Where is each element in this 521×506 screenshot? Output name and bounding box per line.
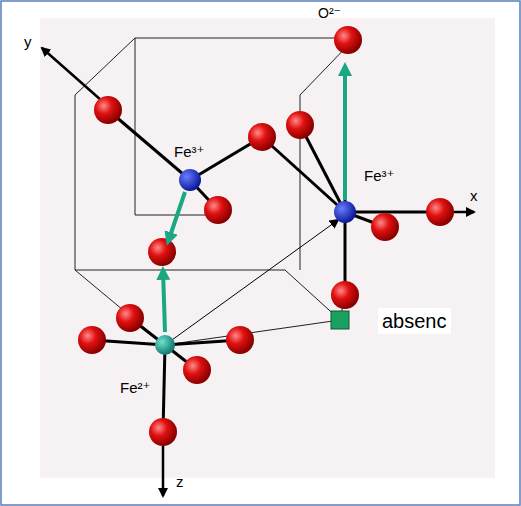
- ion-label: Fe³⁺: [364, 168, 394, 185]
- axis-label: x: [470, 188, 478, 205]
- ion-label: Fe³⁺: [174, 144, 204, 161]
- ion-label: O²⁻: [318, 6, 341, 21]
- ion-label: Fe²⁺: [120, 380, 150, 397]
- axis-label: z: [176, 474, 184, 491]
- axis-label: y: [24, 34, 32, 51]
- vacancy-label: absenc: [378, 308, 451, 334]
